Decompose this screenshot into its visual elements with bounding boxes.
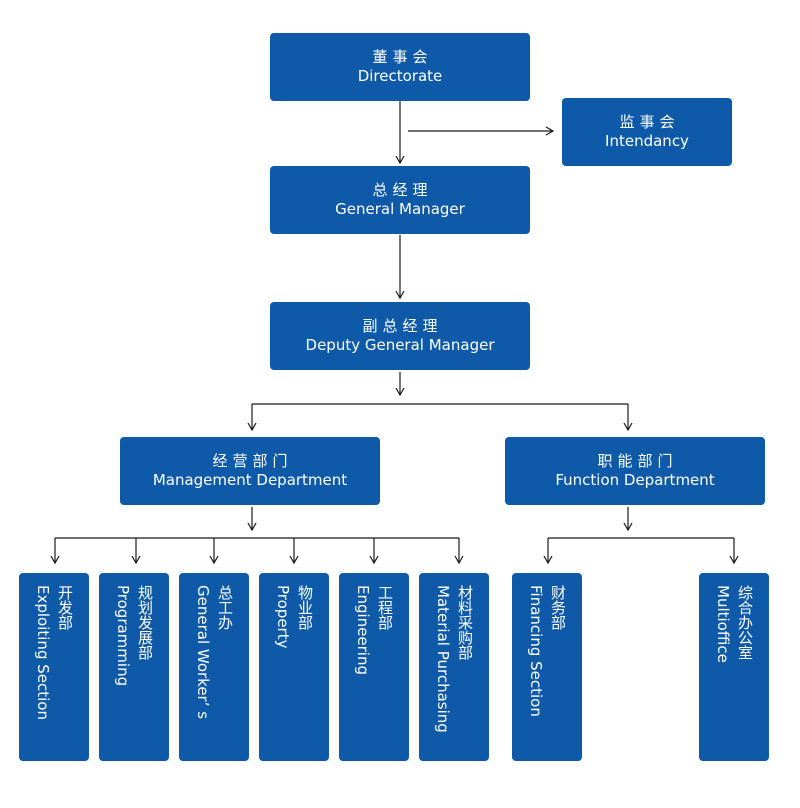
node-general-workers-zh: 总工办 xyxy=(216,585,234,630)
node-function-department: 职能部门 Function Department xyxy=(505,437,765,505)
node-financing-section: Financing Section 财务部 xyxy=(512,573,582,761)
node-engineering: Engineering 工程部 xyxy=(339,573,409,761)
node-multioffice-en: Multioffice xyxy=(714,585,732,663)
node-engineering-zh: 工程部 xyxy=(376,585,394,630)
node-directorate: 董事会 Directorate xyxy=(270,33,530,101)
node-exploiting-section-en: Exploiting Section xyxy=(34,585,52,720)
node-function-department-en: Function Department xyxy=(555,471,715,489)
node-management-department-en: Management Department xyxy=(152,471,348,489)
node-general-workers-en: General Worker’ s xyxy=(194,585,212,720)
node-programming: Programming 规划发展部 xyxy=(99,573,169,761)
node-deputy-general-manager-en: Deputy General Manager xyxy=(305,336,495,354)
node-general-workers: General Worker’ s 总工办 xyxy=(179,573,249,761)
node-material-purchasing: Material Purchasing 材料采购部 xyxy=(419,573,489,761)
node-general-manager: 总经理 General Manager xyxy=(270,166,530,234)
node-intendancy-zh: 监事会 xyxy=(619,113,680,131)
node-directorate-zh: 董事会 xyxy=(372,48,433,66)
node-management-department: 经营部门 Management Department xyxy=(120,437,380,505)
node-deputy-general-manager: 副总经理 Deputy General Manager xyxy=(270,302,530,370)
node-general-manager-en: General Manager xyxy=(335,200,465,218)
node-property-zh: 物业部 xyxy=(296,585,314,630)
node-material-purchasing-en: Material Purchasing xyxy=(434,585,452,733)
node-function-department-zh: 职能部门 xyxy=(597,452,678,470)
node-financing-section-zh: 财务部 xyxy=(549,585,567,630)
node-programming-en: Programming xyxy=(114,585,132,687)
node-intendancy-en: Intendancy xyxy=(605,132,689,150)
node-exploiting-section: Exploiting Section 开发部 xyxy=(19,573,89,761)
node-intendancy: 监事会 Intendancy xyxy=(562,98,732,166)
node-multioffice-zh: 综合办公室 xyxy=(736,585,754,660)
node-material-purchasing-zh: 材料采购部 xyxy=(456,585,474,660)
node-general-manager-zh: 总经理 xyxy=(372,181,433,199)
node-financing-section-en: Financing Section xyxy=(527,585,545,717)
node-management-department-zh: 经营部门 xyxy=(212,452,293,470)
node-property-en: Property xyxy=(274,585,292,649)
node-property: Property 物业部 xyxy=(259,573,329,761)
node-exploiting-section-zh: 开发部 xyxy=(56,585,74,630)
node-directorate-en: Directorate xyxy=(357,67,443,85)
node-multioffice: Multioffice 综合办公室 xyxy=(699,573,769,761)
node-deputy-general-manager-zh: 副总经理 xyxy=(362,317,443,335)
node-engineering-en: Engineering xyxy=(354,585,372,675)
node-programming-zh: 规划发展部 xyxy=(136,585,154,660)
